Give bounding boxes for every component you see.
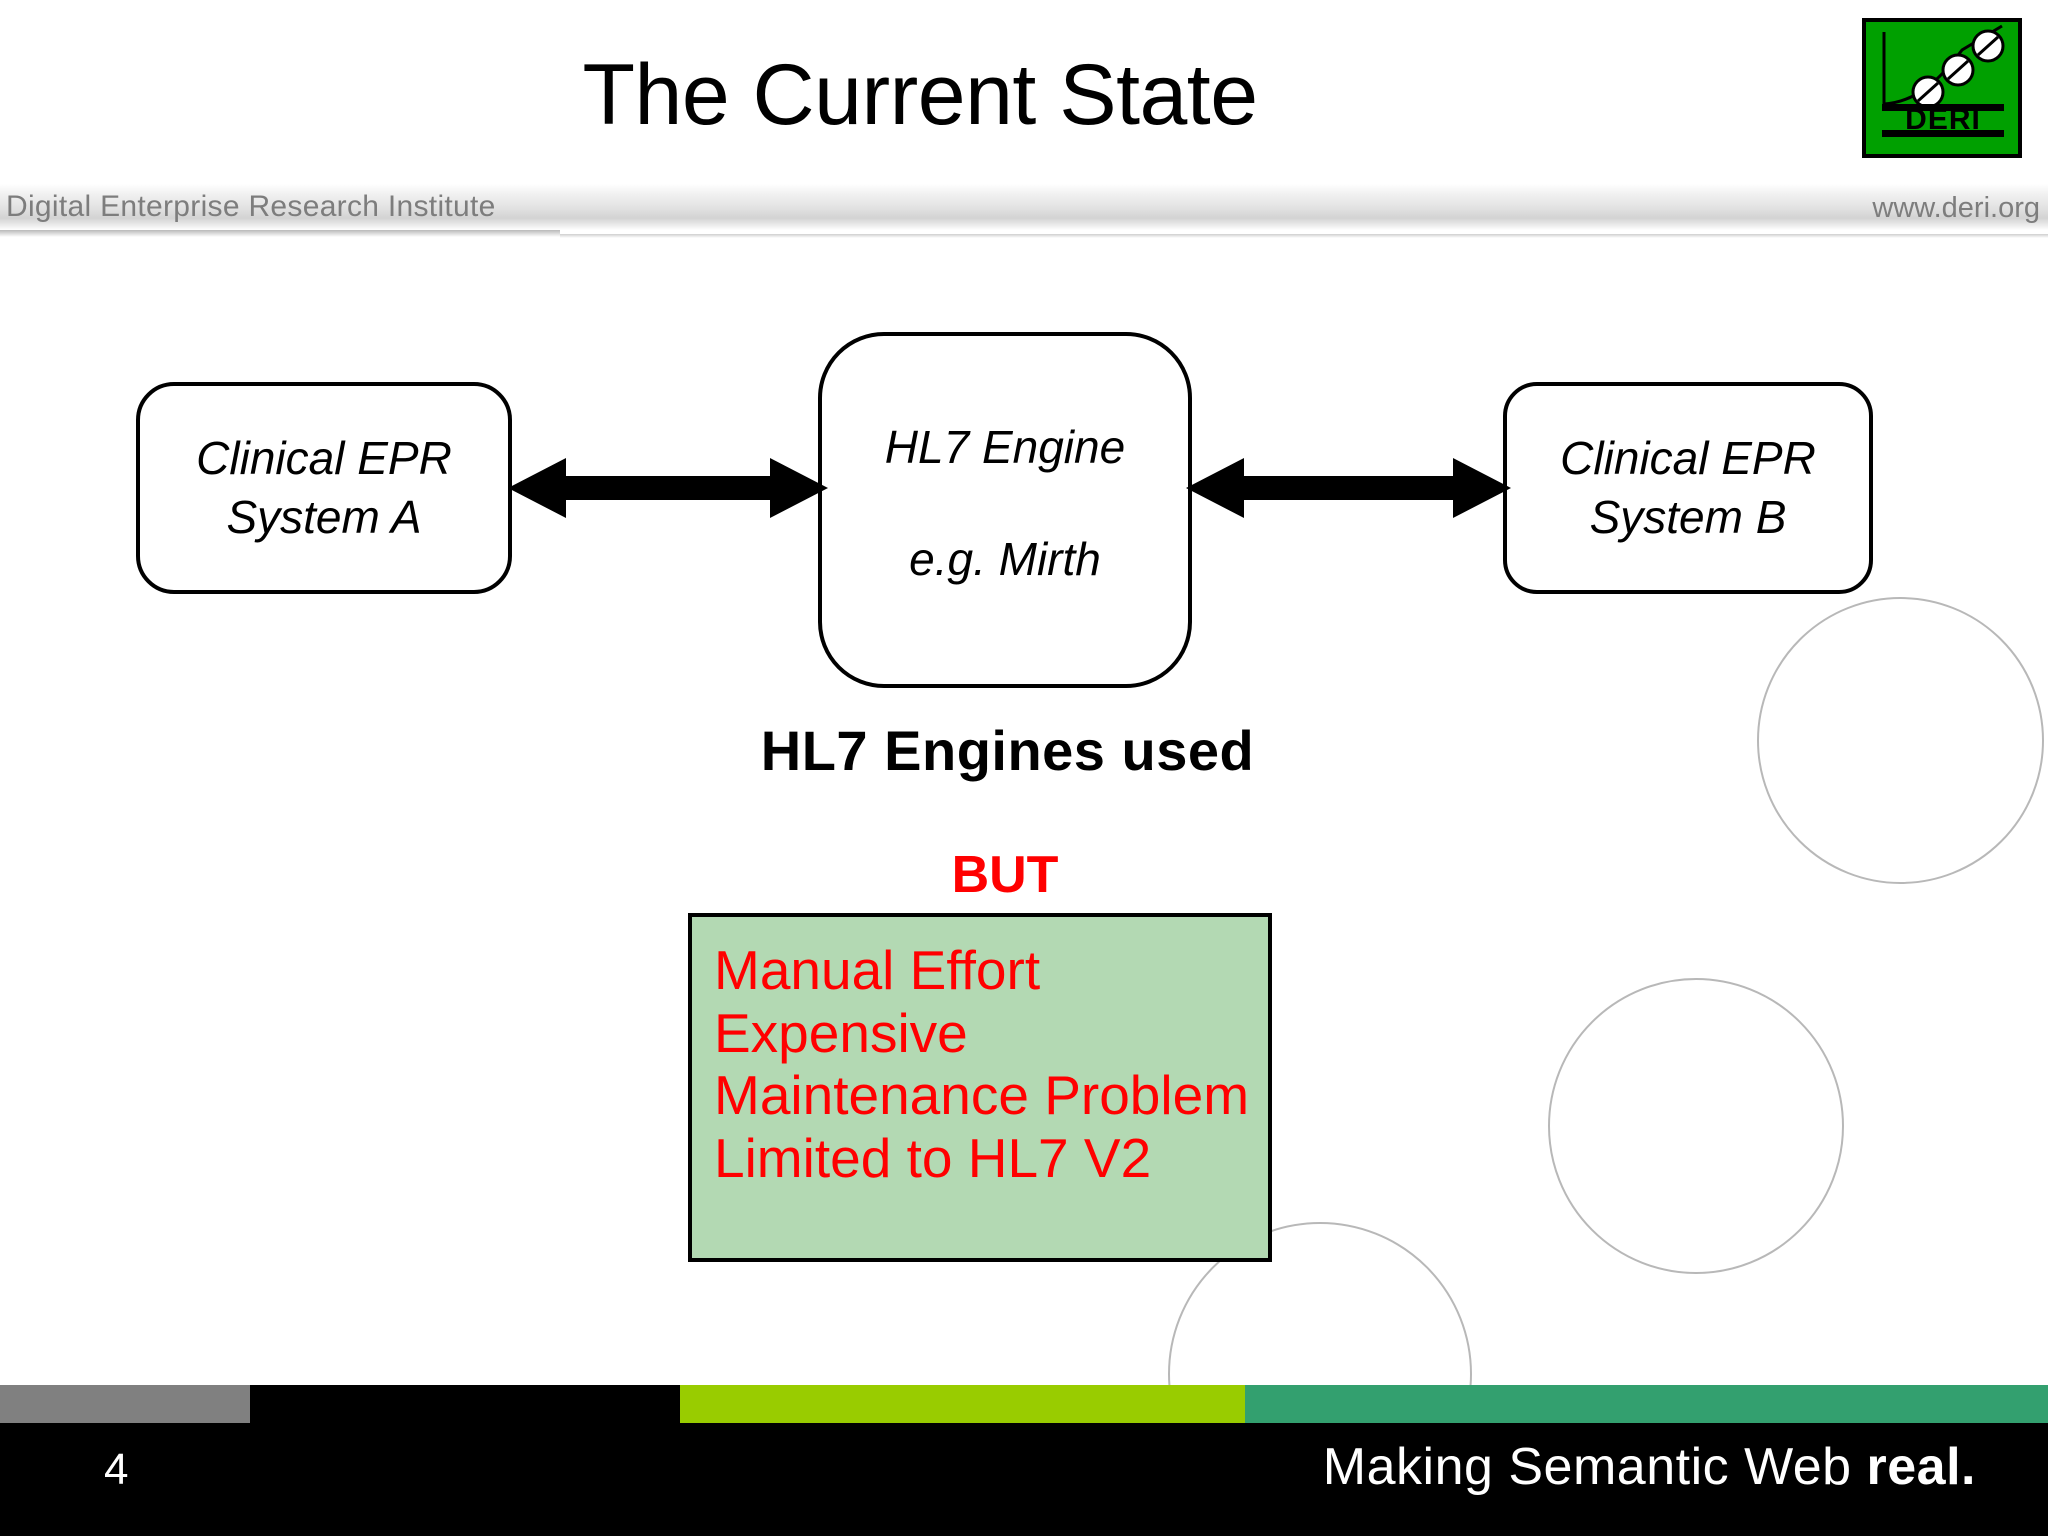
arrow-engine-to-system-b xyxy=(1186,453,1511,523)
list-item: Maintenance Problem xyxy=(714,1064,1250,1127)
list-item: Manual Effort xyxy=(714,939,1041,1001)
tagline-emphasis: real. xyxy=(1866,1438,1976,1496)
header-band-shadow xyxy=(0,230,560,237)
decorative-circle-top-right xyxy=(1757,597,2044,884)
strip-segment-gray xyxy=(0,1385,250,1423)
list-item: Expensive xyxy=(714,1001,968,1064)
page-number: 4 xyxy=(104,1445,129,1494)
node-b-line1: Clinical EPR xyxy=(1560,432,1816,485)
tagline-prefix: Making Semantic Web xyxy=(1322,1438,1867,1496)
node-b-line2: System B xyxy=(1589,491,1787,543)
website-url[interactable]: www.deri.org xyxy=(1872,192,2040,224)
arrow-system-a-to-engine xyxy=(508,453,828,523)
strip-segment-teal xyxy=(1245,1385,2048,1423)
node-engine-line1: HL7 Engine xyxy=(884,421,1126,473)
header-band-shadow-right xyxy=(560,234,2048,238)
node-engine-line2: e.g. Mirth xyxy=(909,533,1101,585)
node-clinical-epr-system-a: Clinical EPR System A xyxy=(136,382,512,594)
node-a-line2: System A xyxy=(226,491,422,543)
svg-text:DERI: DERI xyxy=(1905,103,1981,136)
footer-color-strip xyxy=(0,1385,2048,1423)
logo-dot-group xyxy=(1911,29,2005,109)
caption-but: BUT xyxy=(951,846,1059,904)
node-clinical-epr-system-b: Clinical EPR System B xyxy=(1503,382,1873,594)
strip-segment-lime xyxy=(680,1385,1245,1423)
footer-tagline: Making Semantic Web real. xyxy=(1323,1437,1976,1497)
decorative-circle-middle-right xyxy=(1548,978,1844,1274)
node-a-line1: Clinical EPR xyxy=(196,432,452,485)
page-title: The Current State xyxy=(582,47,1258,143)
node-hl7-engine: HL7 Engine e.g. Mirth xyxy=(818,332,1192,688)
issues-list-box: Manual Effort Expensive Maintenance Prob… xyxy=(688,913,1272,1262)
header-band xyxy=(0,184,2048,230)
strip-segment-black xyxy=(250,1385,680,1423)
caption-hl7-engines-used: HL7 Engines used xyxy=(760,719,1255,782)
footer-bar xyxy=(0,1423,2048,1536)
institute-name: Digital Enterprise Research Institute xyxy=(6,190,496,223)
list-item: Limited to HL7 V2 xyxy=(714,1127,1152,1190)
deri-logo: DERI xyxy=(1862,18,2022,158)
